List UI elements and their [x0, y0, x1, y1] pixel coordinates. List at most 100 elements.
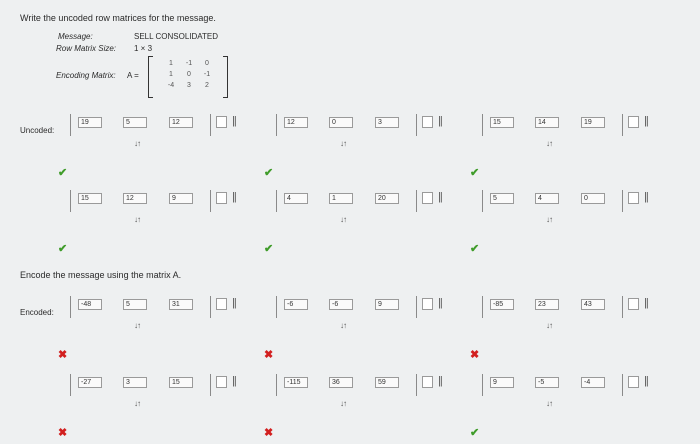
encoded-row-matrix: || ↓↑ [272, 296, 452, 330]
encoded-entry-input[interactable] [169, 377, 193, 388]
matrix-entry: -1 [185, 60, 193, 67]
matrix-entry: 2 [205, 82, 209, 89]
encoded-entry-input[interactable] [490, 299, 514, 310]
check-icon: ✔ [470, 427, 480, 439]
sort-arrows-icon[interactable]: ↓↑ [340, 215, 347, 224]
uncoded-entry-input[interactable] [581, 193, 605, 204]
matrix-size-box[interactable] [216, 376, 227, 388]
matrix-size-box[interactable] [628, 192, 639, 204]
sort-arrows-icon[interactable]: ↓↑ [134, 215, 141, 224]
matrix-left-bar [482, 296, 483, 318]
matrix-size-box[interactable] [216, 116, 227, 128]
encoded-entry-input[interactable] [78, 377, 102, 388]
sort-arrows-icon[interactable]: ↓↑ [546, 139, 553, 148]
sort-arrows-icon[interactable]: ↓↑ [134, 139, 141, 148]
matrix-left-bar [276, 374, 277, 396]
encoded-entry-input[interactable] [581, 377, 605, 388]
matrix-entry: 3 [187, 82, 191, 89]
sort-arrows-icon[interactable]: ↓↑ [546, 215, 553, 224]
sort-arrows-icon[interactable]: ↓↑ [546, 399, 553, 408]
encoded-entry-input[interactable] [284, 377, 308, 388]
uncoded-entry-input[interactable] [78, 117, 102, 128]
pipes-icon[interactable]: || [644, 297, 649, 309]
uncoded-row-matrix: || ↓↑ [66, 190, 246, 224]
uncoded-entry-input[interactable] [581, 117, 605, 128]
uncoded-entry-input[interactable] [490, 193, 514, 204]
sort-arrows-icon[interactable]: ↓↑ [340, 321, 347, 330]
check-icon: ✔ [470, 167, 480, 179]
encoded-entry-input[interactable] [284, 299, 308, 310]
matrix-right-bar [416, 114, 417, 136]
pipes-icon[interactable]: || [438, 297, 443, 309]
uncoded-entry-input[interactable] [375, 193, 399, 204]
matrix-size-box[interactable] [216, 298, 227, 310]
uncoded-entry-input[interactable] [78, 193, 102, 204]
uncoded-entry-input[interactable] [375, 117, 399, 128]
matrix-right-bar [622, 190, 623, 212]
instructions-text: Write the uncoded row matrices for the m… [20, 13, 216, 23]
matrix-size-box[interactable] [628, 298, 639, 310]
encoded-entry-input[interactable] [169, 299, 193, 310]
encoded-entry-input[interactable] [78, 299, 102, 310]
uncoded-entry-input[interactable] [169, 193, 193, 204]
pipes-icon[interactable]: || [232, 191, 237, 203]
encoded-entry-input[interactable] [581, 299, 605, 310]
pipes-icon[interactable]: || [644, 375, 649, 387]
matrix-size-box[interactable] [422, 116, 433, 128]
encoded-entry-input[interactable] [375, 299, 399, 310]
encoding-symbol: A = [127, 71, 139, 80]
uncoded-entry-input[interactable] [123, 193, 147, 204]
encoded-entry-input[interactable] [490, 377, 514, 388]
encoded-entry-input[interactable] [123, 299, 147, 310]
matrix-size-box[interactable] [422, 298, 433, 310]
uncoded-entry-input[interactable] [284, 193, 308, 204]
uncoded-row-matrix: || ↓↑ [272, 190, 452, 224]
pipes-icon[interactable]: || [438, 375, 443, 387]
matrix-size-box[interactable] [628, 376, 639, 388]
matrix-right-bar [210, 296, 211, 318]
encoded-entry-input[interactable] [329, 299, 353, 310]
matrix-size-box[interactable] [422, 376, 433, 388]
uncoded-entry-input[interactable] [284, 117, 308, 128]
uncoded-entry-input[interactable] [329, 117, 353, 128]
encoded-row-matrix: || ↓↑ [272, 374, 452, 408]
sort-arrows-icon[interactable]: ↓↑ [134, 399, 141, 408]
pipes-icon[interactable]: || [438, 191, 443, 203]
sort-arrows-icon[interactable]: ↓↑ [134, 321, 141, 330]
pipes-icon[interactable]: || [232, 375, 237, 387]
matrix-size-box[interactable] [422, 192, 433, 204]
sort-arrows-icon[interactable]: ↓↑ [340, 399, 347, 408]
uncoded-row-matrix: || ↓↑ [66, 114, 246, 148]
pipes-icon[interactable]: || [644, 191, 649, 203]
encoded-entry-input[interactable] [375, 377, 399, 388]
sort-arrows-icon[interactable]: ↓↑ [340, 139, 347, 148]
pipes-icon[interactable]: || [644, 115, 649, 127]
matrix-size-box[interactable] [216, 192, 227, 204]
pipes-icon[interactable]: || [232, 297, 237, 309]
uncoded-entry-input[interactable] [169, 117, 193, 128]
uncoded-entry-input[interactable] [535, 117, 559, 128]
matrix-bracket-right [223, 56, 228, 98]
encoded-entry-input[interactable] [535, 377, 559, 388]
uncoded-entry-input[interactable] [123, 117, 147, 128]
encoded-entry-input[interactable] [123, 377, 147, 388]
row-size-value: 1 × 3 [134, 44, 153, 53]
uncoded-entry-input[interactable] [490, 117, 514, 128]
matrix-left-bar [70, 114, 71, 136]
uncoded-row-matrix: || ↓↑ [478, 114, 658, 148]
matrix-entry: 1 [169, 60, 173, 67]
matrix-left-bar [70, 296, 71, 318]
encoded-entry-input[interactable] [329, 377, 353, 388]
uncoded-entry-input[interactable] [535, 193, 559, 204]
pipes-icon[interactable]: || [232, 115, 237, 127]
cross-icon: ✖ [470, 349, 480, 361]
pipes-icon[interactable]: || [438, 115, 443, 127]
encoded-entry-input[interactable] [535, 299, 559, 310]
row-size-label: Row Matrix Size: [56, 44, 117, 53]
uncoded-entry-input[interactable] [329, 193, 353, 204]
matrix-size-box[interactable] [628, 116, 639, 128]
sort-arrows-icon[interactable]: ↓↑ [546, 321, 553, 330]
cross-icon: ✖ [58, 349, 68, 361]
